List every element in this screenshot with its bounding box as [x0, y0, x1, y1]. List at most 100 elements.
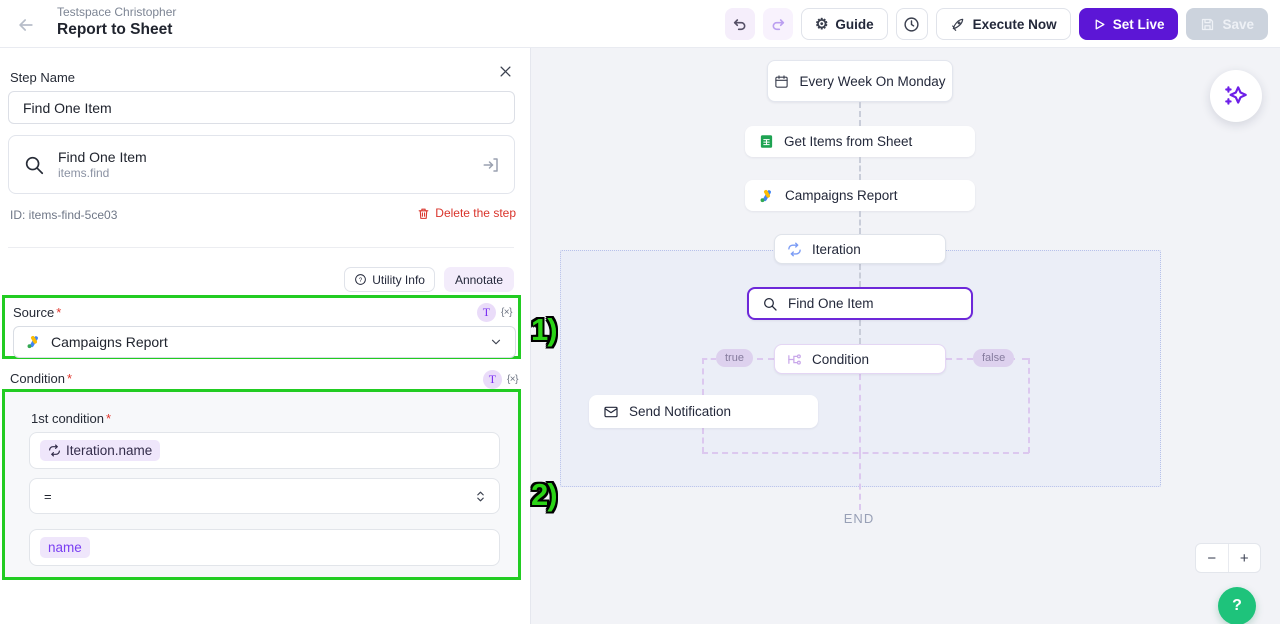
step-name-input[interactable]	[8, 91, 515, 124]
utility-info-label: Utility Info	[372, 272, 425, 287]
workflow-canvas[interactable]: Every Week On Monday Get Items from Shee…	[530, 48, 1280, 624]
annotation-number-1: 1)	[531, 312, 558, 347]
clock-icon	[903, 16, 920, 33]
delete-step-button[interactable]: Delete the step	[417, 206, 516, 220]
undo-icon	[732, 16, 748, 32]
action-card-texts: Find One Item items.find	[58, 149, 469, 181]
text-mode-badge[interactable]: T	[482, 370, 502, 389]
save-button[interactable]: Save	[1186, 8, 1268, 40]
rocket-icon	[950, 16, 966, 32]
text-mode-badge[interactable]: T	[476, 303, 496, 322]
guide-button[interactable]: ⚙ Guide	[800, 8, 888, 40]
execute-now-label: Execute Now	[972, 16, 1057, 32]
node-iteration-label: Iteration	[812, 241, 861, 257]
branch-connector	[702, 358, 704, 395]
required-mark: *	[56, 305, 62, 320]
node-iteration[interactable]: Iteration	[774, 234, 946, 264]
action-subtitle: items.find	[58, 165, 110, 180]
condition-highlight-box: 1st condition* Iteration.name = name	[2, 389, 521, 580]
branch-false-badge: false	[973, 349, 1015, 367]
set-live-button[interactable]: Set Live	[1078, 8, 1179, 40]
condition-operator-select[interactable]: =	[29, 478, 500, 514]
branch-connector	[702, 358, 716, 360]
zoom-control: − +	[1195, 543, 1261, 573]
name-chip[interactable]: name	[40, 537, 90, 558]
question-circle-icon: ?	[354, 273, 367, 286]
branch-connector	[702, 428, 704, 453]
node-send-notification[interactable]: Send Notification	[589, 395, 818, 428]
node-find-one-item-selected[interactable]: Find One Item	[747, 287, 973, 320]
close-panel-button[interactable]	[498, 63, 514, 79]
node-get-items-from-sheet[interactable]: Get Items from Sheet	[745, 126, 975, 157]
back-button[interactable]	[16, 15, 36, 35]
redo-icon	[770, 16, 786, 32]
condition-field-badges: T {×}	[482, 370, 519, 389]
set-live-label: Set Live	[1112, 16, 1165, 32]
branch-connector	[702, 452, 1029, 454]
header-titles: Testspace Christopher Report to Sheet	[57, 5, 176, 41]
step-name-label: Step Name	[10, 70, 76, 85]
ai-assistant-button[interactable]	[1210, 70, 1262, 122]
node-get-items-label: Get Items from Sheet	[784, 134, 913, 149]
node-campaigns-report[interactable]: Campaigns Report	[745, 180, 975, 211]
toolbar: ⚙ Guide Execute Now Set Live	[724, 8, 1268, 40]
end-label: END	[843, 511, 875, 526]
formula-mode-badge[interactable]: {×}	[500, 307, 513, 318]
gear-icon: ⚙	[814, 15, 829, 33]
open-action-icon[interactable]	[482, 156, 500, 174]
formula-mode-badge[interactable]: {×}	[506, 374, 519, 385]
sparkle-icon	[1223, 83, 1249, 109]
source-selected-value: Campaigns Report	[51, 334, 168, 350]
zoom-in-button[interactable]: +	[1229, 544, 1261, 572]
branch-connector	[746, 358, 774, 360]
connector-line	[859, 264, 861, 287]
envelope-icon	[603, 404, 619, 420]
utility-info-button[interactable]: ? Utility Info	[344, 267, 435, 292]
iteration-name-chip[interactable]: Iteration.name	[40, 440, 161, 461]
search-icon	[23, 154, 45, 176]
action-type-card[interactable]: Find One Item items.find	[8, 135, 515, 194]
branch-connector	[1009, 358, 1028, 360]
condition-label: Condition*	[10, 371, 72, 386]
source-field-badges: T {×}	[476, 303, 513, 322]
action-title: Find One Item	[58, 148, 147, 165]
step-config-panel: Step Name Find One Item items.find ID: i…	[0, 48, 530, 624]
annotate-button[interactable]: Annotate	[443, 267, 514, 292]
iteration-name-chip-label: Iteration.name	[66, 443, 153, 458]
delete-step-label: Delete the step	[435, 206, 516, 220]
condition-right-operand-field[interactable]: name	[29, 529, 500, 566]
branch-connector	[859, 374, 861, 453]
help-button[interactable]: ?	[1218, 587, 1256, 624]
required-mark: *	[66, 371, 72, 386]
connector-line	[859, 157, 861, 180]
loop-icon	[48, 444, 61, 457]
condition-label-row: Condition* T {×}	[10, 370, 524, 390]
undo-button[interactable]	[724, 8, 755, 40]
branch-connector	[1028, 358, 1030, 453]
chevron-down-icon	[489, 335, 503, 349]
calendar-icon	[774, 74, 789, 89]
node-condition[interactable]: Condition	[774, 344, 946, 374]
name-chip-label: name	[48, 540, 82, 555]
zoom-out-button[interactable]: −	[1196, 544, 1229, 572]
history-button[interactable]	[895, 8, 928, 40]
svg-text:?: ?	[359, 278, 363, 284]
workspace-name: Testspace Christopher	[57, 5, 177, 19]
condition-branch-icon	[787, 352, 802, 367]
panel-actions: ? Utility Info Annotate	[344, 267, 514, 292]
node-send-notification-label: Send Notification	[629, 404, 732, 419]
source-select[interactable]: Campaigns Report	[13, 326, 516, 358]
source-label: Source*	[13, 305, 62, 320]
node-schedule-trigger[interactable]: Every Week On Monday	[767, 60, 953, 102]
save-icon	[1200, 17, 1215, 32]
redo-button[interactable]	[762, 8, 793, 40]
execute-now-button[interactable]: Execute Now	[935, 8, 1071, 40]
connector-line	[859, 320, 861, 344]
panel-divider	[8, 247, 514, 248]
branch-true-badge: true	[716, 349, 753, 367]
first-condition-label: 1st condition*	[31, 411, 112, 426]
required-mark: *	[106, 411, 112, 426]
condition-left-operand-field[interactable]: Iteration.name	[29, 432, 500, 469]
loop-icon	[787, 242, 802, 257]
